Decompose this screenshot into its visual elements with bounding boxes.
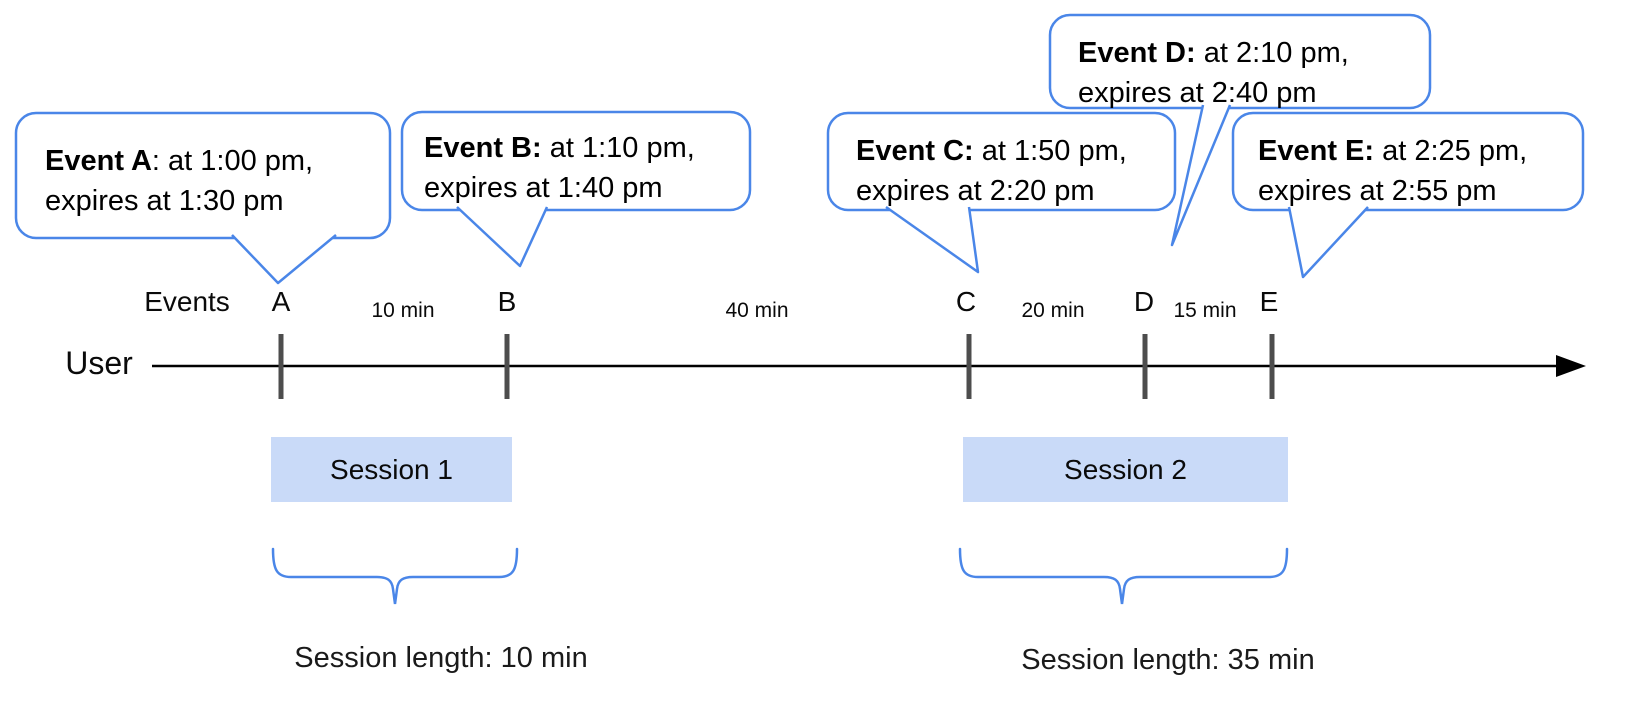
speech-bubble-d-tail xyxy=(1170,104,1232,247)
event-d-line1: Event D: at 2:10 pm, xyxy=(1078,33,1349,73)
event-a-line1: Event A: at 1:00 pm, xyxy=(45,141,313,181)
event-c-time-text: at 1:50 pm, xyxy=(973,135,1127,167)
event-d-expire-text: expires at 2:40 pm xyxy=(1078,77,1317,109)
interval-label-a-b: 10 min xyxy=(371,299,435,322)
event-b-bold-label: Event B: xyxy=(424,132,542,164)
speech-bubble-d-body xyxy=(1048,13,1432,110)
event-a-time-text: : at 1:00 pm, xyxy=(151,145,314,177)
session-2-length-label: Session length: 35 min xyxy=(1021,644,1315,676)
interval-label-d-e: 15 min xyxy=(1173,299,1237,322)
speech-bubble-e-tail xyxy=(1287,206,1369,279)
event-a-bold-label: Event A xyxy=(45,145,152,177)
speech-bubble-e-body xyxy=(1231,111,1585,212)
event-c-bold-label: Event C: xyxy=(856,135,974,167)
interval-label-b-c: 40 min xyxy=(725,299,789,322)
session-1-length-label: Session length: 10 min xyxy=(294,642,588,674)
event-c-expire-text: expires at 2:20 pm xyxy=(856,175,1095,207)
session-1-box xyxy=(271,437,512,502)
event-letter-e: E xyxy=(1259,286,1279,317)
event-b-expire-text: expires at 1:40 pm xyxy=(424,172,663,204)
session-1-label: Session 1 xyxy=(330,453,453,485)
event-c-bubble-text: Event C: at 1:50 pm, expires at 2:20 pm xyxy=(856,131,1127,211)
event-d-bold-label: Event D: xyxy=(1078,37,1196,69)
event-e-expire-text: expires at 2:55 pm xyxy=(1258,175,1497,207)
events-row-label: Events xyxy=(144,286,230,317)
timeline-axis xyxy=(152,334,1586,399)
event-letter-c: C xyxy=(955,286,977,317)
event-tick-e xyxy=(1269,334,1275,399)
event-d-bubble-text: Event D: at 2:10 pm, expires at 2:40 pm xyxy=(1078,33,1349,113)
speech-bubble-b xyxy=(400,110,752,268)
speech-bubble-c-tail xyxy=(885,205,980,274)
speech-bubble-b-tail xyxy=(456,206,549,268)
event-b-line1: Event B: at 1:10 pm, xyxy=(424,128,695,168)
session-2-brace xyxy=(958,547,1289,605)
event-a-bubble-text: Event A: at 1:00 pm, expires at 1:30 pm xyxy=(45,141,313,221)
speech-bubble-c xyxy=(826,111,1177,274)
event-b-time-text: at 1:10 pm, xyxy=(541,132,695,164)
user-label: User xyxy=(65,345,133,381)
speech-bubble-a-tail xyxy=(231,234,337,285)
event-letter-b: B xyxy=(497,286,517,317)
session-2-box xyxy=(963,437,1288,502)
event-tick-a xyxy=(278,334,284,399)
interval-label-c-d: 20 min xyxy=(1021,299,1085,322)
event-e-time-text: at 2:25 pm, xyxy=(1374,135,1528,167)
speech-bubble-b-body xyxy=(400,110,752,212)
event-e-bubble-text: Event E: at 2:25 pm, expires at 2:55 pm xyxy=(1258,131,1527,211)
event-c-line1: Event C: at 1:50 pm, xyxy=(856,131,1127,171)
event-tick-b xyxy=(504,334,510,399)
event-b-bubble-text: Event B: at 1:10 pm, expires at 1:40 pm xyxy=(424,128,695,208)
event-tick-c xyxy=(966,334,972,399)
event-letter-a: A xyxy=(271,286,291,317)
speech-bubble-d xyxy=(1048,13,1432,247)
speech-bubble-c-body xyxy=(826,111,1177,212)
event-letter-d: D xyxy=(1133,286,1155,317)
speech-bubble-a-body xyxy=(14,111,392,240)
event-e-bold-label: Event E: xyxy=(1258,135,1375,167)
session-1-brace xyxy=(271,547,519,605)
event-e-line1: Event E: at 2:25 pm, xyxy=(1258,131,1527,171)
speech-bubble-a xyxy=(14,111,392,285)
event-d-time-text: at 2:10 pm, xyxy=(1195,37,1349,69)
speech-bubble-e xyxy=(1231,111,1585,279)
event-tick-d xyxy=(1142,334,1148,399)
event-a-expire-text: expires at 1:30 pm xyxy=(45,185,284,217)
session-2-label: Session 2 xyxy=(1064,453,1187,485)
timeline-arrowhead-icon xyxy=(1556,355,1586,377)
